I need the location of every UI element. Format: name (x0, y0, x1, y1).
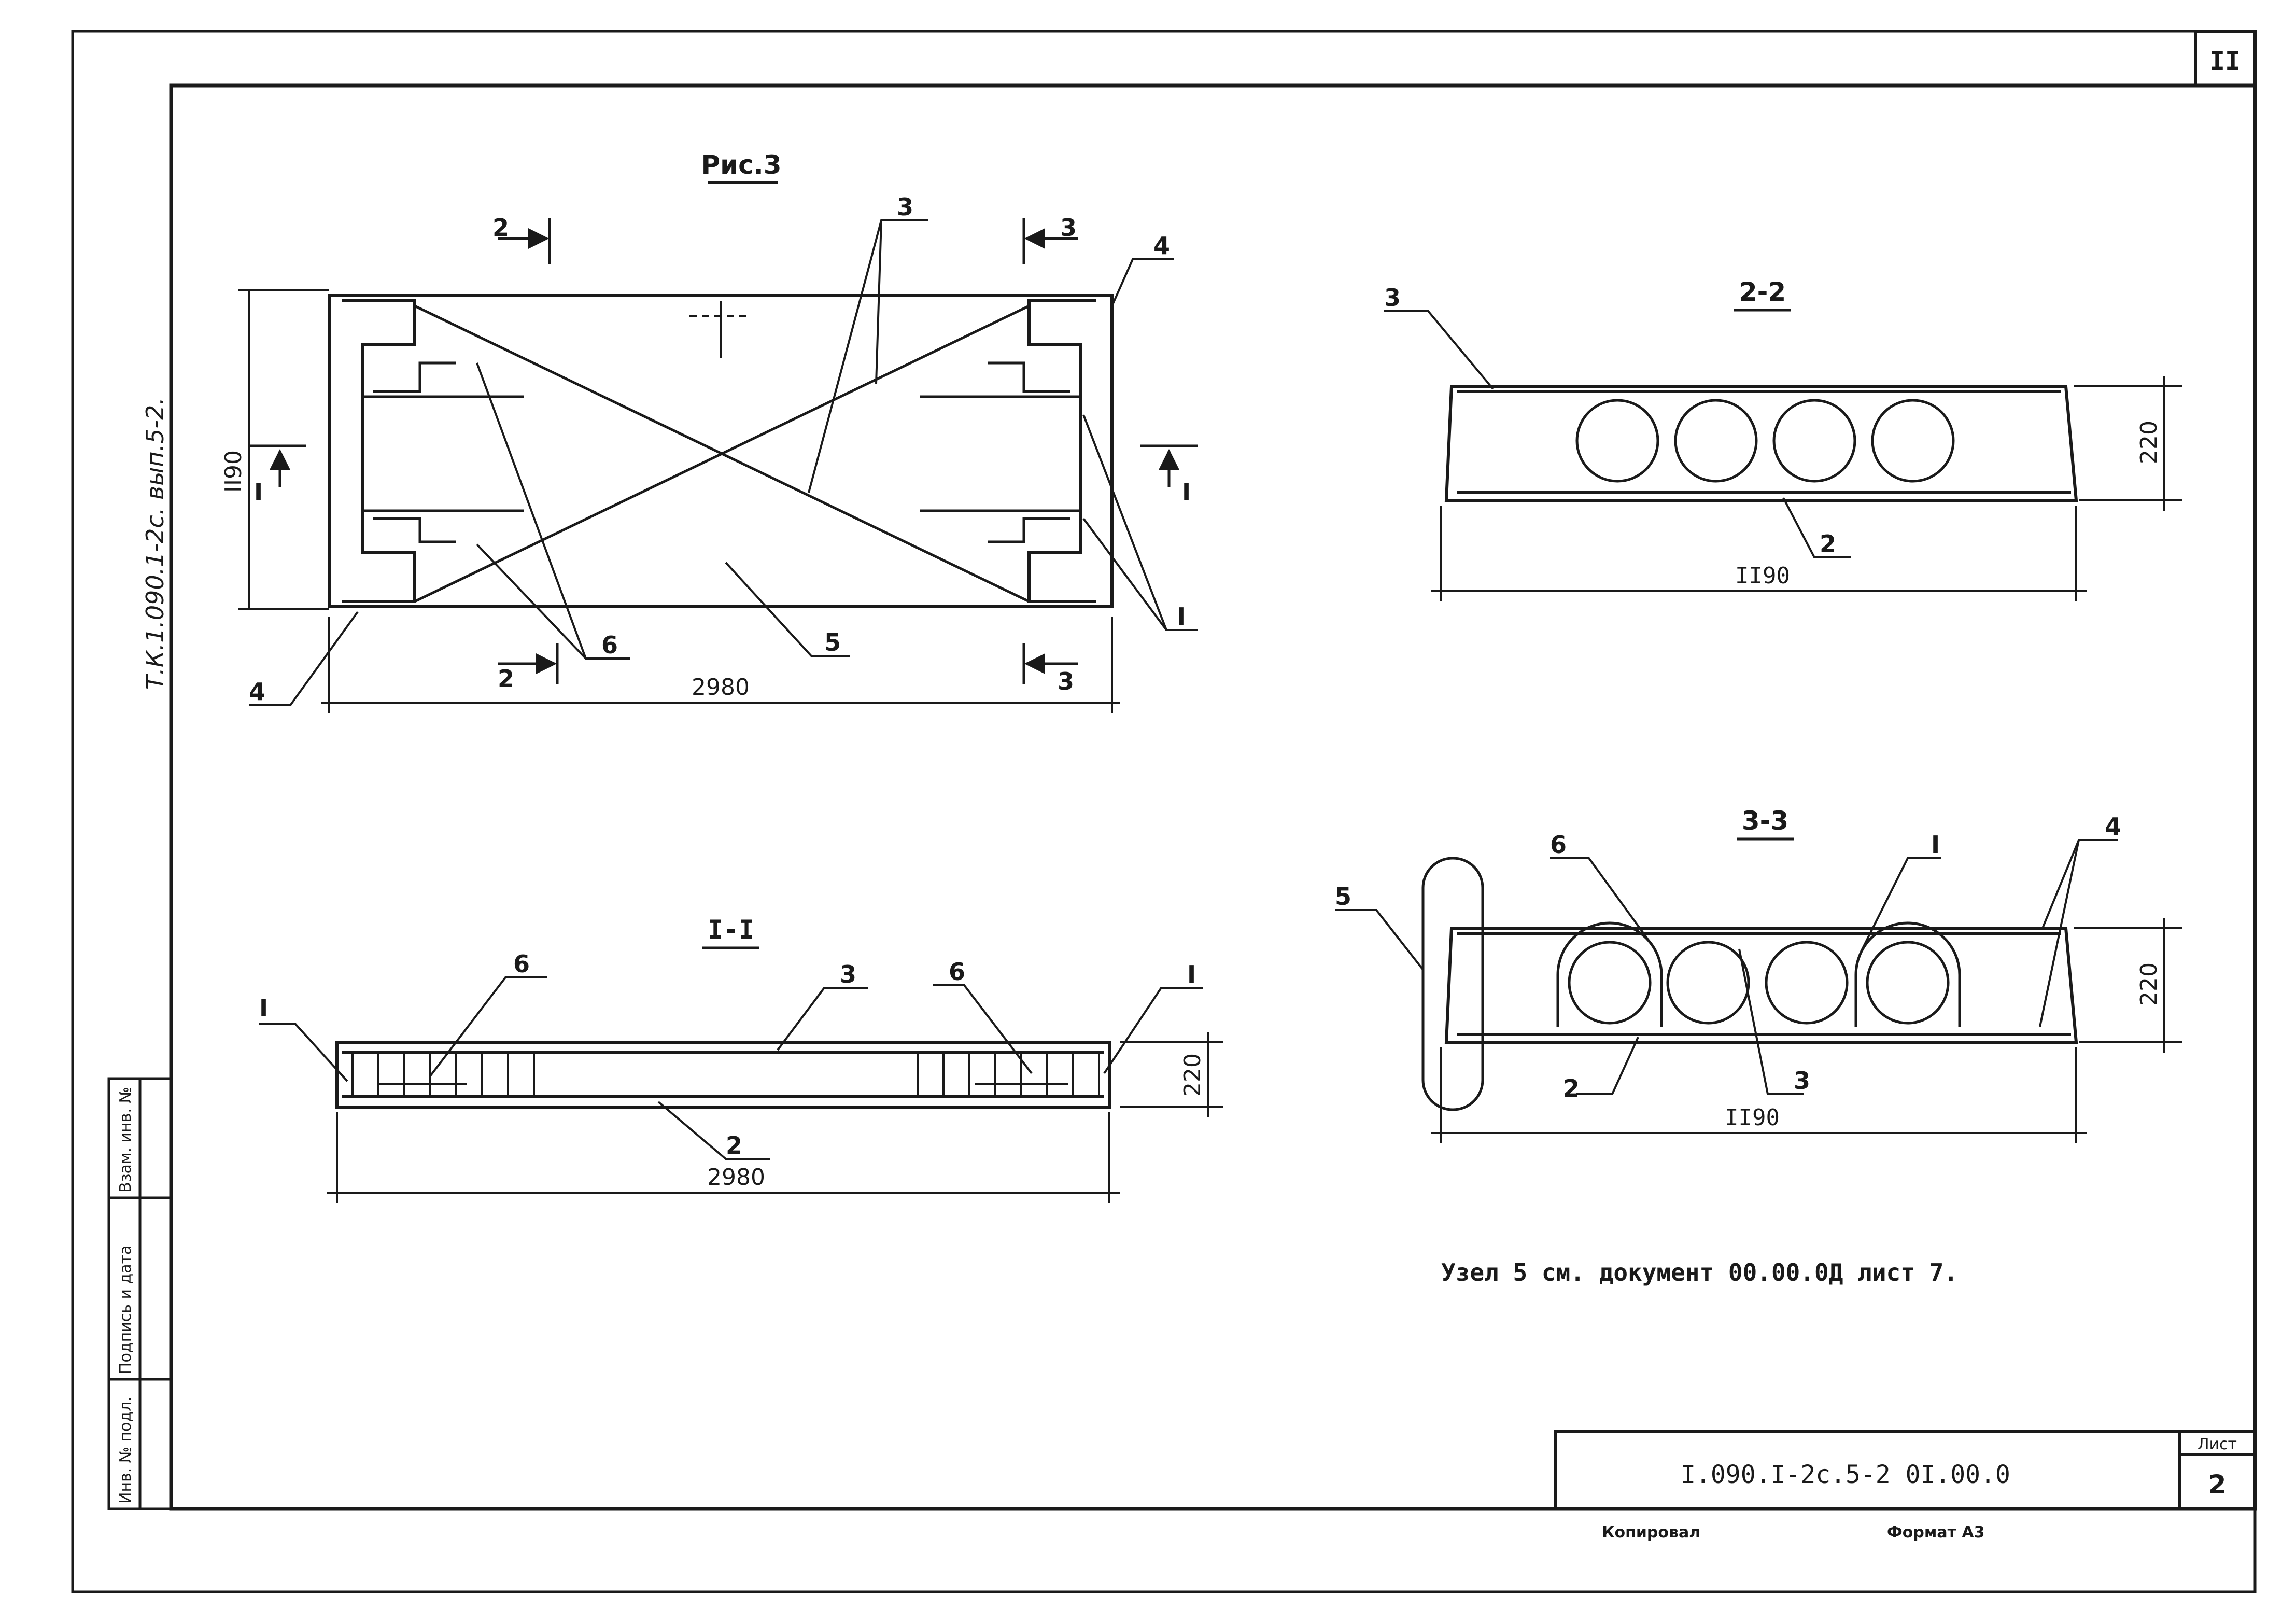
section-11-title: I-I (708, 915, 754, 945)
section-11-callout-6-left: 6 (513, 950, 530, 978)
section-11-callout-3: 3 (840, 960, 856, 988)
section-22-width-dim: II90 (1735, 563, 1790, 589)
section-11-length-dim: 2980 (707, 1164, 765, 1191)
section-22-callout-2: 2 (1820, 530, 1836, 558)
section-mark-2-bottom: 2 (498, 665, 514, 693)
plan-callout-3: 3 (897, 193, 913, 221)
sheet-frame (71, 30, 2257, 1593)
stamp-cell-sign: Подпись и дата (117, 1246, 135, 1375)
plan-dimensions (238, 289, 1120, 713)
plan-width-dim: 2980 (692, 674, 750, 701)
section-33-callout-6: 6 (1550, 831, 1567, 859)
sheet-label: Лист (2198, 1435, 2237, 1453)
side-stamp-handwritten: Т.К.1.090.1-2с. вып.5-2. (141, 397, 169, 690)
section-11-callout-1-right: I (1187, 960, 1196, 988)
node-note: Узел 5 см. документ 00.00.0Д лист 7. (1441, 1258, 1958, 1286)
section-33-dimensions (1431, 918, 2182, 1143)
section-mark-3-bottom: 3 (1058, 667, 1074, 695)
plan-callout-4-top: 4 (1153, 232, 1170, 260)
section-11-dimensions (327, 1032, 1223, 1203)
plan-callout-4-bottom: 4 (249, 678, 265, 706)
section-mark-1-left: I (254, 478, 263, 506)
doc-code: I.090.I-2с.5-2 0I.00.0 (1681, 1460, 2010, 1489)
section-11-body (335, 1041, 1111, 1109)
section-mark-2-top: 2 (492, 214, 509, 242)
stamp-cell-inv: Инв. № подл. (117, 1396, 135, 1504)
plan-title: Рис.3 (701, 150, 781, 180)
plan-outline (328, 294, 1114, 608)
format-label: Формат А3 (1887, 1523, 1985, 1542)
plan-section-marks (249, 218, 1198, 684)
section-11-callout-2: 2 (726, 1131, 742, 1159)
section-22-dimensions (1431, 376, 2182, 601)
section-33-callout-2: 2 (1563, 1074, 1580, 1102)
section-22-title: 2-2 (1739, 277, 1786, 307)
section-22-callout-3: 3 (1384, 284, 1401, 312)
section-33-callout-1: I (1931, 831, 1940, 859)
left-stamp (107, 1077, 173, 1510)
section-33-title: 3-3 (1742, 806, 1788, 836)
plan-callout-1: I (1177, 603, 1186, 631)
sheet-number: 2 (2208, 1470, 2227, 1500)
plan-callout-5: 5 (824, 628, 841, 656)
section-mark-1-right: I (1182, 478, 1191, 506)
section-11-leaders (259, 976, 1203, 1160)
section-11-height-dim: 220 (1179, 1053, 1206, 1097)
section-33-width-dim: II90 (1725, 1104, 1780, 1131)
section-mark-3-top: 3 (1060, 214, 1077, 242)
section-33-body (1421, 857, 2078, 1111)
plan-leaders (249, 219, 1198, 706)
section-33-callout-5: 5 (1335, 883, 1351, 911)
section-22-leaders (1384, 310, 1851, 558)
plan-height-dim: II90 (220, 450, 247, 493)
stamp-cell-replace: Взам. инв. № (117, 1087, 135, 1193)
section-11-callout-1-left: I (259, 994, 268, 1022)
copied-label: Копировал (1602, 1523, 1700, 1542)
section-33-callout-3: 3 (1794, 1067, 1810, 1095)
page-number-top: II (2209, 46, 2241, 76)
section-33-leaders (1335, 839, 2118, 1095)
section-33-callout-4: 4 (2105, 813, 2121, 841)
section-22-body (1444, 385, 2078, 502)
section-22-height-dim: 220 (2136, 421, 2162, 464)
section-33-height-dim: 220 (2136, 962, 2162, 1006)
plan-callout-6: 6 (601, 631, 618, 659)
title-block (1554, 1430, 2257, 1510)
section-11-callout-6-right: 6 (949, 958, 965, 986)
